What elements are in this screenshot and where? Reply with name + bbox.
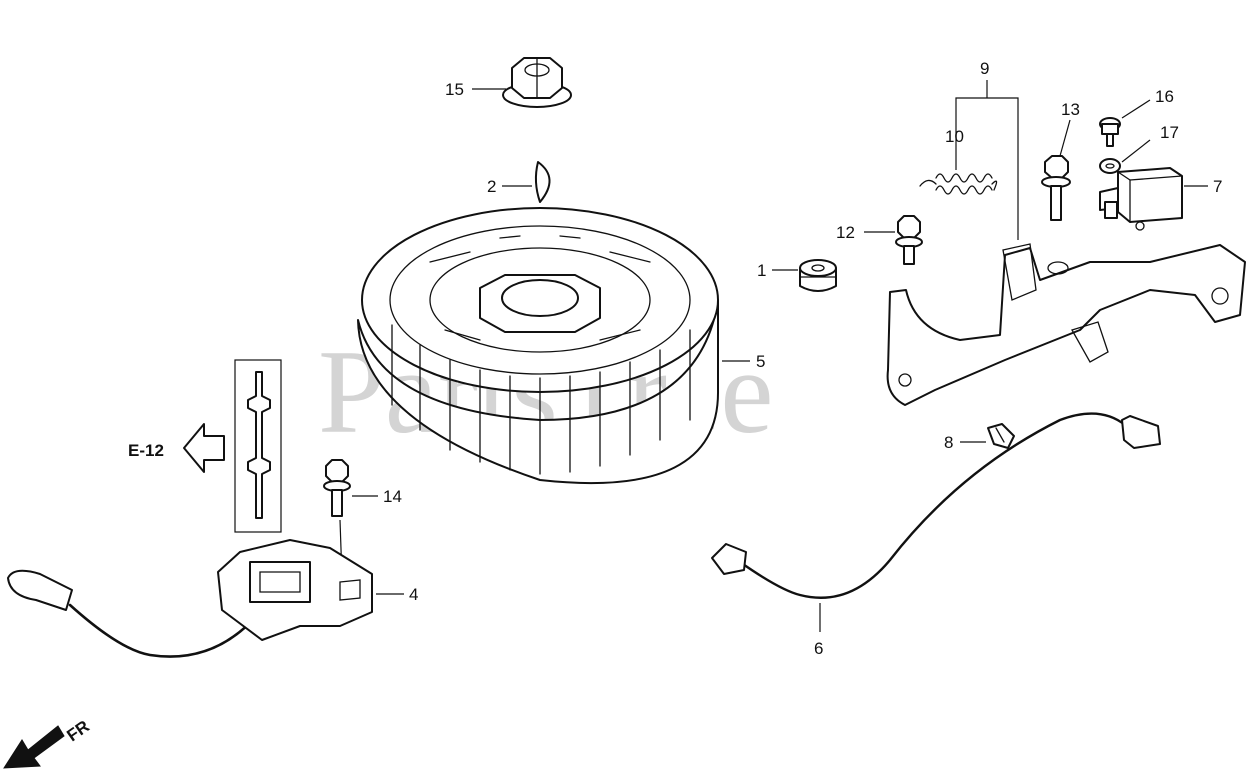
callout-12: 12 (836, 223, 855, 242)
flange-nut-part[interactable] (502, 57, 572, 108)
control-bracket-part[interactable] (886, 243, 1246, 406)
callout-15: 15 (445, 80, 464, 99)
callout-10: 10 (945, 127, 964, 146)
screw-16-part[interactable] (1099, 117, 1121, 147)
reference-arrow-icon[interactable] (183, 423, 225, 473)
callout-8: 8 (944, 433, 953, 452)
callout-6: 6 (814, 639, 823, 658)
callout-14: 14 (383, 487, 402, 506)
callout-2: 2 (487, 177, 496, 196)
callout-17: 17 (1160, 123, 1179, 142)
callout-7: 7 (1213, 177, 1222, 196)
front-direction-arrow-icon (3, 725, 65, 769)
grommet-part[interactable] (799, 259, 837, 292)
callout-9: 9 (980, 59, 989, 78)
reference-label: E-12 (128, 441, 164, 460)
woodruff-key-part[interactable] (534, 161, 551, 203)
callout-1: 1 (757, 261, 766, 280)
clip-8-part[interactable] (987, 423, 1015, 449)
washer-17-part[interactable] (1099, 158, 1121, 174)
callout-4: 4 (409, 585, 418, 604)
solenoid-7-part[interactable] (1099, 167, 1183, 231)
ignition-coil-part[interactable] (7, 539, 373, 658)
governor-spring-part[interactable] (919, 173, 998, 195)
bolt-13-part[interactable] (1041, 155, 1071, 221)
callout-16: 16 (1155, 87, 1174, 106)
bolt-14-part[interactable] (323, 459, 351, 517)
callout-13: 13 (1061, 100, 1080, 119)
stud-box (234, 359, 282, 533)
callout-5: 5 (756, 352, 765, 371)
bolt-12-part[interactable] (895, 215, 923, 265)
ground-wire-part[interactable] (711, 412, 1161, 599)
front-direction-label: FR (63, 717, 92, 746)
flywheel-part[interactable] (357, 207, 720, 485)
